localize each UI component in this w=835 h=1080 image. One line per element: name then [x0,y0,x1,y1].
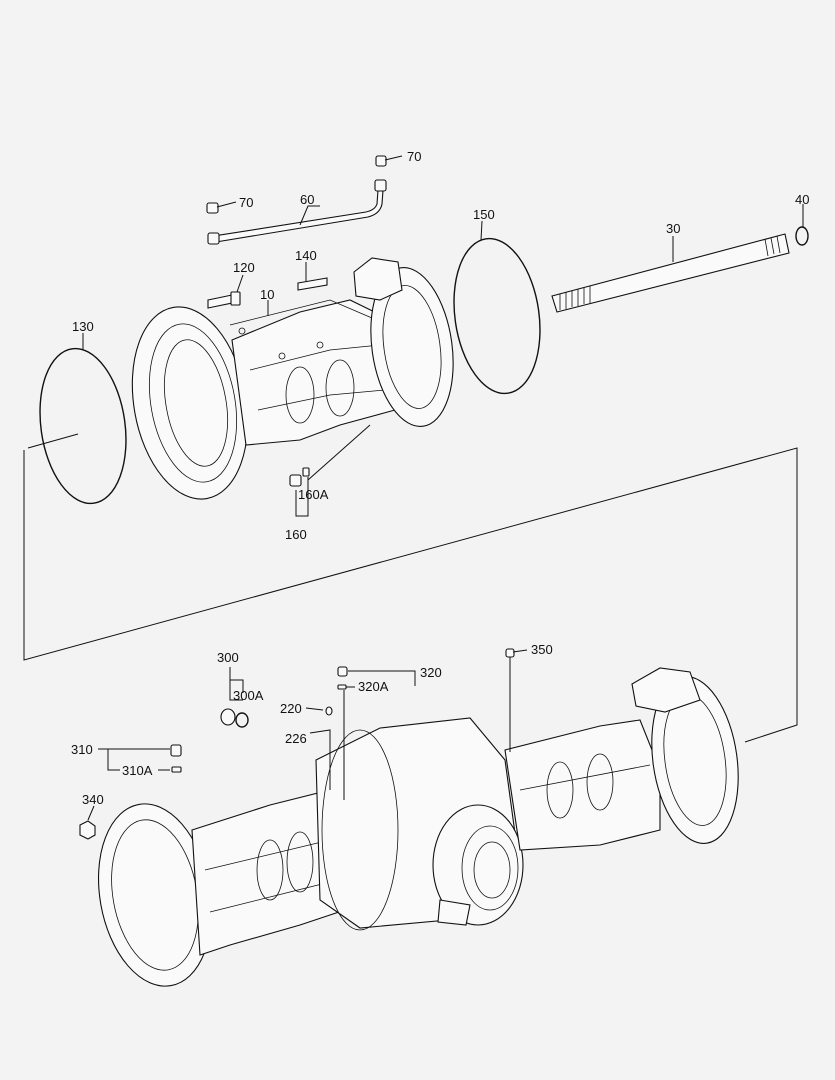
callout-340: 340 [82,792,104,807]
axle-housing-10[interactable] [118,257,463,508]
callout-10: 10 [260,287,274,302]
callout-150: 150 [473,207,495,222]
fitting-70a[interactable] [206,202,219,214]
lower-leaders [87,649,528,821]
plug-310[interactable] [170,744,182,757]
callout-226: 226 [285,731,307,746]
pin-140[interactable] [297,277,328,291]
tube-fitting-end-a [207,232,220,245]
callout-320: 320 [420,665,442,680]
callout-320A: 320A [358,679,389,694]
o-ring-150[interactable] [445,233,550,399]
seal-310A[interactable] [171,766,182,773]
callout-350: 350 [531,642,553,657]
plug-350[interactable] [505,648,515,658]
plug-160[interactable] [289,467,310,487]
callout-70-top: 70 [407,149,421,164]
callout-310: 310 [71,742,93,757]
bolt-120[interactable] [207,291,241,309]
tube-fitting-end-b [374,179,387,192]
seal-320A[interactable] [337,684,347,690]
callout-30: 30 [666,221,680,236]
callout-160: 160 [285,527,307,542]
ring-40[interactable] [795,226,809,246]
callout-220: 220 [280,701,302,716]
callout-70-left: 70 [239,195,253,210]
callout-300: 300 [217,650,239,665]
plug-320[interactable] [337,666,348,677]
callout-160A: 160A [298,487,329,502]
callout-40: 40 [795,192,809,207]
assembly-bracket [23,447,798,743]
seal-300A[interactable] [235,712,249,728]
axle-housing-lower[interactable] [85,667,748,995]
callout-310A: 310A [122,763,153,778]
shaft-30[interactable] [551,233,790,313]
part-220[interactable] [325,706,333,716]
callout-300A: 300A [233,688,264,703]
fitting-70b[interactable] [375,155,387,167]
callout-140: 140 [295,248,317,263]
o-ring-130[interactable] [31,343,136,509]
upper-leaders [27,155,804,517]
plug-300[interactable] [220,708,236,726]
callout-60: 60 [300,192,314,207]
nut-340[interactable] [79,820,96,840]
callout-130: 130 [72,319,94,334]
callout-120: 120 [233,260,255,275]
